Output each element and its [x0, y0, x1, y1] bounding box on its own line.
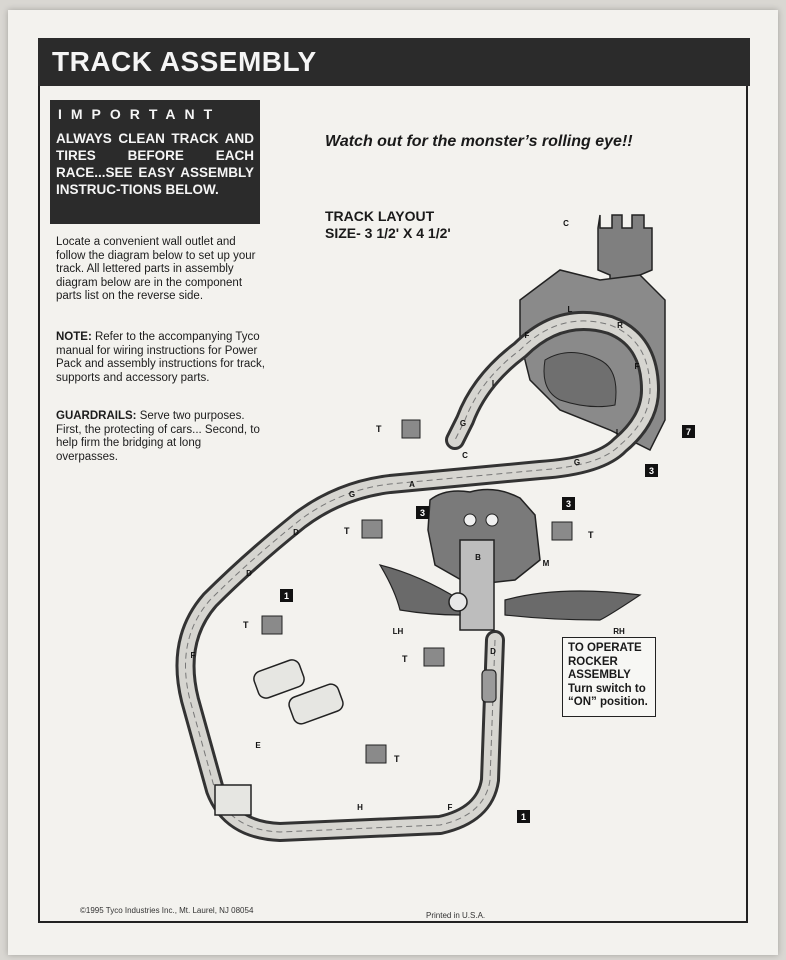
important-title: IMPORTANT	[58, 106, 222, 122]
track-layout-size: SIZE- 3 1/2' X 4 1/2'	[325, 225, 451, 241]
rocker-callout: TO OPERATE ROCKER ASSEMBLY Turn switch t…	[562, 637, 656, 717]
marker-number: 3	[649, 466, 654, 476]
important-body: ALWAYS CLEAN TRACK AND TIRES BEFORE EACH…	[56, 131, 254, 197]
controller-icon-2	[288, 683, 344, 725]
tagline: Watch out for the monster’s rolling eye!…	[325, 133, 633, 150]
page-title: TRACK ASSEMBLY	[52, 46, 317, 77]
page-frame	[38, 38, 748, 923]
rolling-eye-icon	[448, 592, 468, 612]
numbered-markers	[280, 425, 695, 823]
callout-line: “ON” position.	[568, 696, 648, 708]
guardrails-text: Serve two purposes. First, the protectin…	[56, 410, 260, 463]
callout-line: TO OPERATE	[568, 642, 642, 654]
guardrails-paragraph: GUARDRAILS: Serve two purposes. First, t…	[56, 410, 266, 464]
support-label: T	[243, 620, 249, 630]
part-letter: LH	[393, 627, 404, 636]
slot-car-icon	[481, 669, 497, 703]
part-letter: F	[191, 651, 196, 660]
note-label: NOTE:	[56, 331, 92, 343]
part-letter: I	[616, 428, 618, 437]
part-letter: F	[635, 362, 640, 371]
part-letter: G	[349, 490, 355, 499]
part-letter: B	[475, 553, 481, 562]
support-label: T	[402, 654, 408, 664]
power-pack-icon	[214, 784, 252, 816]
marker-number: 1	[521, 812, 526, 822]
callout-line: Turn switch to	[568, 682, 646, 695]
marker-number: 1	[284, 591, 289, 601]
part-letter: H	[357, 803, 363, 812]
part-letter: M	[543, 559, 550, 568]
note-text: Refer to the accompanying Tyco manual fo…	[56, 331, 265, 384]
part-letter: D	[490, 647, 496, 656]
support-markers	[261, 419, 573, 764]
part-letter: I	[492, 379, 494, 388]
guardrails-label: GUARDRAILS:	[56, 410, 137, 422]
part-letter: RH	[613, 627, 625, 636]
copyright-footer: ©1995 Tyco Industries Inc., Mt. Laurel, …	[80, 906, 254, 915]
part-letter: R	[617, 321, 623, 330]
left-wing-icon	[378, 564, 461, 616]
rocker-arm	[459, 539, 495, 631]
part-letter: A	[409, 480, 415, 489]
callout-line: ASSEMBLY	[568, 669, 631, 681]
part-letter: L	[568, 305, 573, 314]
note-paragraph: NOTE: Refer to the accompanying Tyco man…	[56, 331, 266, 385]
marker-number: 3	[566, 499, 571, 509]
monster-eye-icon-2	[485, 513, 499, 527]
part-letter: G	[574, 458, 580, 467]
track-diagram: T T T T T T C L R F I G F I G A G D D F …	[175, 214, 695, 842]
important-box: IMPORTANT ALWAYS CLEAN TRACK AND TIRES B…	[50, 100, 260, 224]
header-bar: TRACK ASSEMBLY	[38, 38, 750, 86]
monster-icon	[427, 488, 541, 586]
intro-paragraph: Locate a convenient wall outlet and foll…	[56, 236, 256, 302]
callout-line: ROCKER	[568, 655, 618, 668]
part-letter: E	[255, 741, 261, 750]
track-layout-label: TRACK LAYOUT SIZE- 3 1/2' X 4 1/2'	[325, 208, 451, 242]
printed-footer: Printed in U.S.A.	[426, 911, 486, 920]
part-letter: F	[448, 803, 453, 812]
rock-wall-icon	[543, 352, 617, 408]
part-letter: C	[563, 219, 569, 228]
track-layout-title: TRACK LAYOUT	[325, 208, 435, 224]
part-letter: F	[525, 331, 530, 340]
part-letter: G	[460, 419, 466, 428]
marker-number: 7	[686, 427, 691, 437]
part-letter: D	[246, 569, 252, 578]
part-letter: D	[293, 528, 299, 537]
support-label: T	[344, 526, 350, 536]
part-letter: C	[462, 451, 468, 460]
support-label: T	[394, 754, 400, 764]
right-wing-icon	[504, 590, 642, 621]
marker-number: 3	[420, 508, 425, 518]
support-label: T	[588, 530, 594, 540]
controller-icon	[253, 659, 305, 699]
monster-eye-icon	[463, 513, 477, 527]
support-label: T	[376, 424, 382, 434]
